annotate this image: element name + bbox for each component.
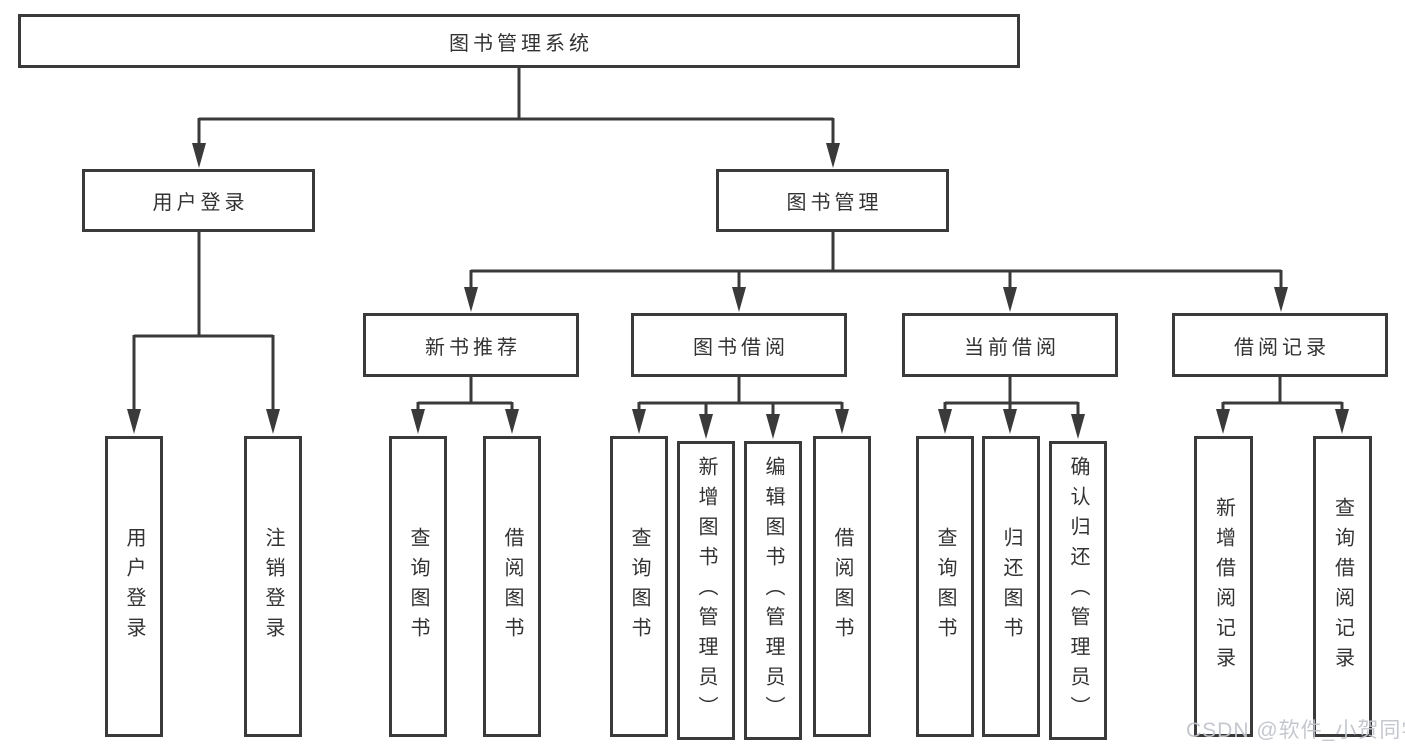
node-label: 图书管理 bbox=[786, 192, 883, 214]
node-label: 借阅图书 bbox=[501, 526, 523, 647]
leaf-user-login: 用户登录 bbox=[105, 436, 163, 737]
leaf-query-books-recommend: 查询图书 bbox=[389, 436, 447, 737]
leaf-confirm-return-admin: 确认归还（管理员） bbox=[1049, 441, 1107, 740]
leaf-return-books: 归还图书 bbox=[982, 436, 1040, 737]
leaf-add-borrow-record: 新增借阅记录 bbox=[1194, 436, 1253, 737]
node-label: 图书管理系统 bbox=[449, 32, 593, 55]
node-label: 注销登录 bbox=[262, 526, 284, 647]
node-root-library-system: 图书管理系统 bbox=[18, 14, 1020, 68]
node-current-borrowing: 当前借阅 bbox=[902, 313, 1118, 377]
node-label: 借阅图书 bbox=[831, 526, 853, 647]
csdn-watermark: CSDN @软件_小贺同学 bbox=[1186, 719, 1405, 742]
node-book-borrowing: 图书借阅 bbox=[631, 313, 847, 377]
node-book-management: 图书管理 bbox=[716, 169, 949, 232]
node-borrowing-records: 借阅记录 bbox=[1172, 313, 1388, 377]
node-label: 当前借阅 bbox=[964, 336, 1060, 359]
node-label: 查询借阅记录 bbox=[1331, 496, 1354, 677]
leaf-query-books-current: 查询图书 bbox=[916, 436, 974, 737]
node-label: 新增图书（管理员） bbox=[695, 455, 717, 726]
leaf-edit-books-admin: 编辑图书（管理员） bbox=[744, 441, 802, 740]
node-label: 新书推荐 bbox=[425, 336, 521, 359]
node-label: 图书借阅 bbox=[693, 336, 789, 359]
leaf-add-books-admin: 新增图书（管理员） bbox=[677, 441, 735, 740]
leaf-query-borrow-record: 查询借阅记录 bbox=[1313, 436, 1372, 737]
node-label: 查询图书 bbox=[407, 526, 429, 647]
node-new-book-recommendation: 新书推荐 bbox=[363, 313, 579, 377]
node-user-login: 用户登录 bbox=[82, 169, 315, 232]
node-label: 查询图书 bbox=[628, 526, 650, 647]
leaf-query-books-borrowing: 查询图书 bbox=[610, 436, 668, 737]
leaf-borrow-books-recommend: 借阅图书 bbox=[483, 436, 541, 737]
node-label: 借阅记录 bbox=[1234, 336, 1330, 359]
leaf-borrow-books: 借阅图书 bbox=[813, 436, 871, 737]
node-label: 查询图书 bbox=[934, 526, 956, 647]
leaf-logout: 注销登录 bbox=[244, 436, 302, 737]
node-label: 用户登录 bbox=[123, 526, 145, 647]
node-label: 编辑图书（管理员） bbox=[762, 455, 784, 726]
node-label: 新增借阅记录 bbox=[1212, 496, 1235, 677]
node-label: 用户登录 bbox=[152, 192, 249, 214]
node-label: 归还图书 bbox=[1000, 526, 1022, 647]
node-label: 确认归还（管理员） bbox=[1067, 455, 1089, 726]
